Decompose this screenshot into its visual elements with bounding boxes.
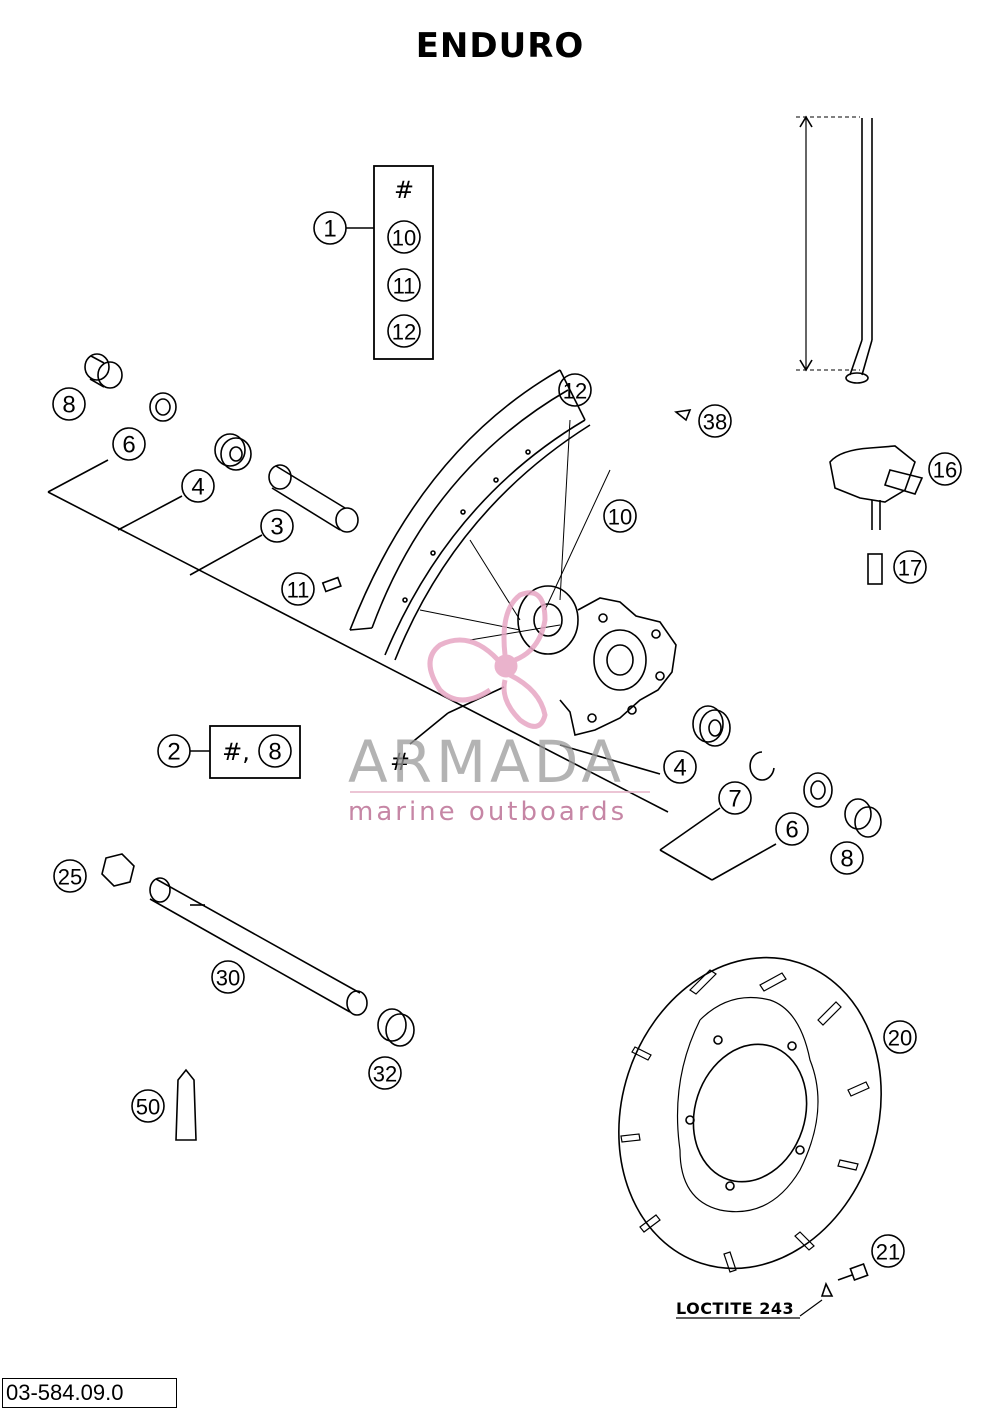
- callout-21: 21: [876, 1240, 900, 1265]
- callout-25-circle: [53, 859, 87, 893]
- callout-30-circle: [211, 960, 245, 994]
- callout-12-circle-rim: [558, 373, 592, 407]
- watermark-brand: ARMADA: [348, 728, 626, 796]
- watermark-divider: [350, 791, 650, 793]
- callout-8-top: 8: [62, 392, 75, 419]
- diagram-title: ENDURO: [415, 26, 585, 66]
- small-plug-icon: [674, 409, 692, 422]
- ball-bearing-icon: [214, 433, 252, 471]
- callout-10: 10: [608, 505, 632, 530]
- drawing-code: 03-584.09.0: [2, 1378, 177, 1408]
- kit1-item-10: 10: [392, 226, 416, 251]
- callout-17: 17: [898, 556, 922, 581]
- spacer-tube-icon: [268, 464, 359, 533]
- kit1-hash: #: [394, 176, 414, 204]
- axle-nut-icon: [101, 853, 135, 887]
- callout-4-circle-top: [181, 469, 215, 503]
- callout-2-circle: [157, 734, 191, 768]
- callout-25: 25: [58, 865, 82, 890]
- callout-10-circle: [603, 499, 637, 533]
- callout-2: 2: [167, 739, 180, 766]
- callout-20: 20: [888, 1026, 912, 1051]
- loctite-label: LOCTITE 243: [676, 1299, 795, 1318]
- callout-32: 32: [373, 1062, 397, 1087]
- callout-16-circle: [928, 452, 962, 486]
- rim-lock-nut-icon: [867, 553, 883, 585]
- watermark-subtitle: marine outboards: [348, 797, 628, 827]
- callout-16: 16: [933, 458, 957, 483]
- wheel-rim-icon: [349, 369, 591, 661]
- callout-1: 1: [323, 216, 336, 243]
- callout-50-circle: [131, 1089, 165, 1123]
- rim-lock-icon: [829, 445, 924, 530]
- disc-screw-icon: [820, 1262, 869, 1297]
- axle-plug-icon: [377, 1008, 415, 1047]
- callout-1-circle: [313, 211, 347, 245]
- shaft-seal-icon-right: [803, 772, 833, 808]
- kit2-item-8: 8: [268, 739, 281, 766]
- callout-8-circle-top: [52, 387, 86, 421]
- callout-6-bottom: 6: [785, 817, 798, 844]
- leader-tree-left: [47, 459, 109, 493]
- callout-50: 50: [136, 1095, 160, 1120]
- spacer-bushing-icon-right: [844, 798, 882, 838]
- wheel-hub-icon: [517, 585, 677, 736]
- callout-7: 7: [728, 786, 741, 813]
- callout-3: 3: [270, 514, 283, 541]
- hub-hash: #: [390, 748, 410, 776]
- lubricant-bottle-icon: [175, 1068, 197, 1141]
- kit1-item-12: 12: [392, 320, 416, 345]
- shaft-seal-icon: [149, 392, 177, 422]
- callout-11: 11: [287, 578, 310, 603]
- kit-box-1: [373, 165, 434, 360]
- spoke-measure-icon: [796, 115, 873, 384]
- callout-38: 38: [703, 410, 727, 435]
- brake-disc-icon: [618, 956, 882, 1273]
- callout-30: 30: [216, 966, 240, 991]
- callout-4-bottom: 4: [673, 755, 686, 782]
- callout-8-bottom: 8: [840, 846, 853, 873]
- callout-4-circle-bottom: [663, 750, 697, 784]
- callout-7-circle: [718, 781, 752, 815]
- callout-32-circle: [368, 1056, 402, 1090]
- wheel-axle-icon: [149, 877, 368, 1016]
- callout-38-circle: [698, 404, 732, 438]
- callout-21-circle: [871, 1234, 905, 1268]
- watermark-propeller-logo: [427, 590, 548, 729]
- callout-17-circle: [893, 550, 927, 584]
- spacer-bushing-icon: [84, 353, 123, 389]
- kit2-hash: #,: [222, 738, 250, 766]
- callout-4-top: 4: [191, 474, 204, 501]
- spokes-icon: [419, 419, 611, 641]
- callout-6-circle-top: [112, 427, 146, 461]
- callout-12: 12: [563, 379, 587, 404]
- ball-bearing-icon-right: [692, 705, 731, 747]
- callout-20-circle: [883, 1020, 917, 1054]
- callout-3-circle: [260, 509, 294, 543]
- kit-box-2: [209, 725, 301, 779]
- spoke-nipple-icon: [321, 576, 342, 593]
- kit1-item-11: 11: [393, 274, 416, 299]
- callout-11-circle: [281, 572, 315, 606]
- callout-6-circle-bottom: [775, 812, 809, 846]
- callout-8-circle-bottom: [830, 841, 864, 875]
- callout-6-top: 6: [122, 432, 135, 459]
- circlip-icon: [749, 751, 775, 781]
